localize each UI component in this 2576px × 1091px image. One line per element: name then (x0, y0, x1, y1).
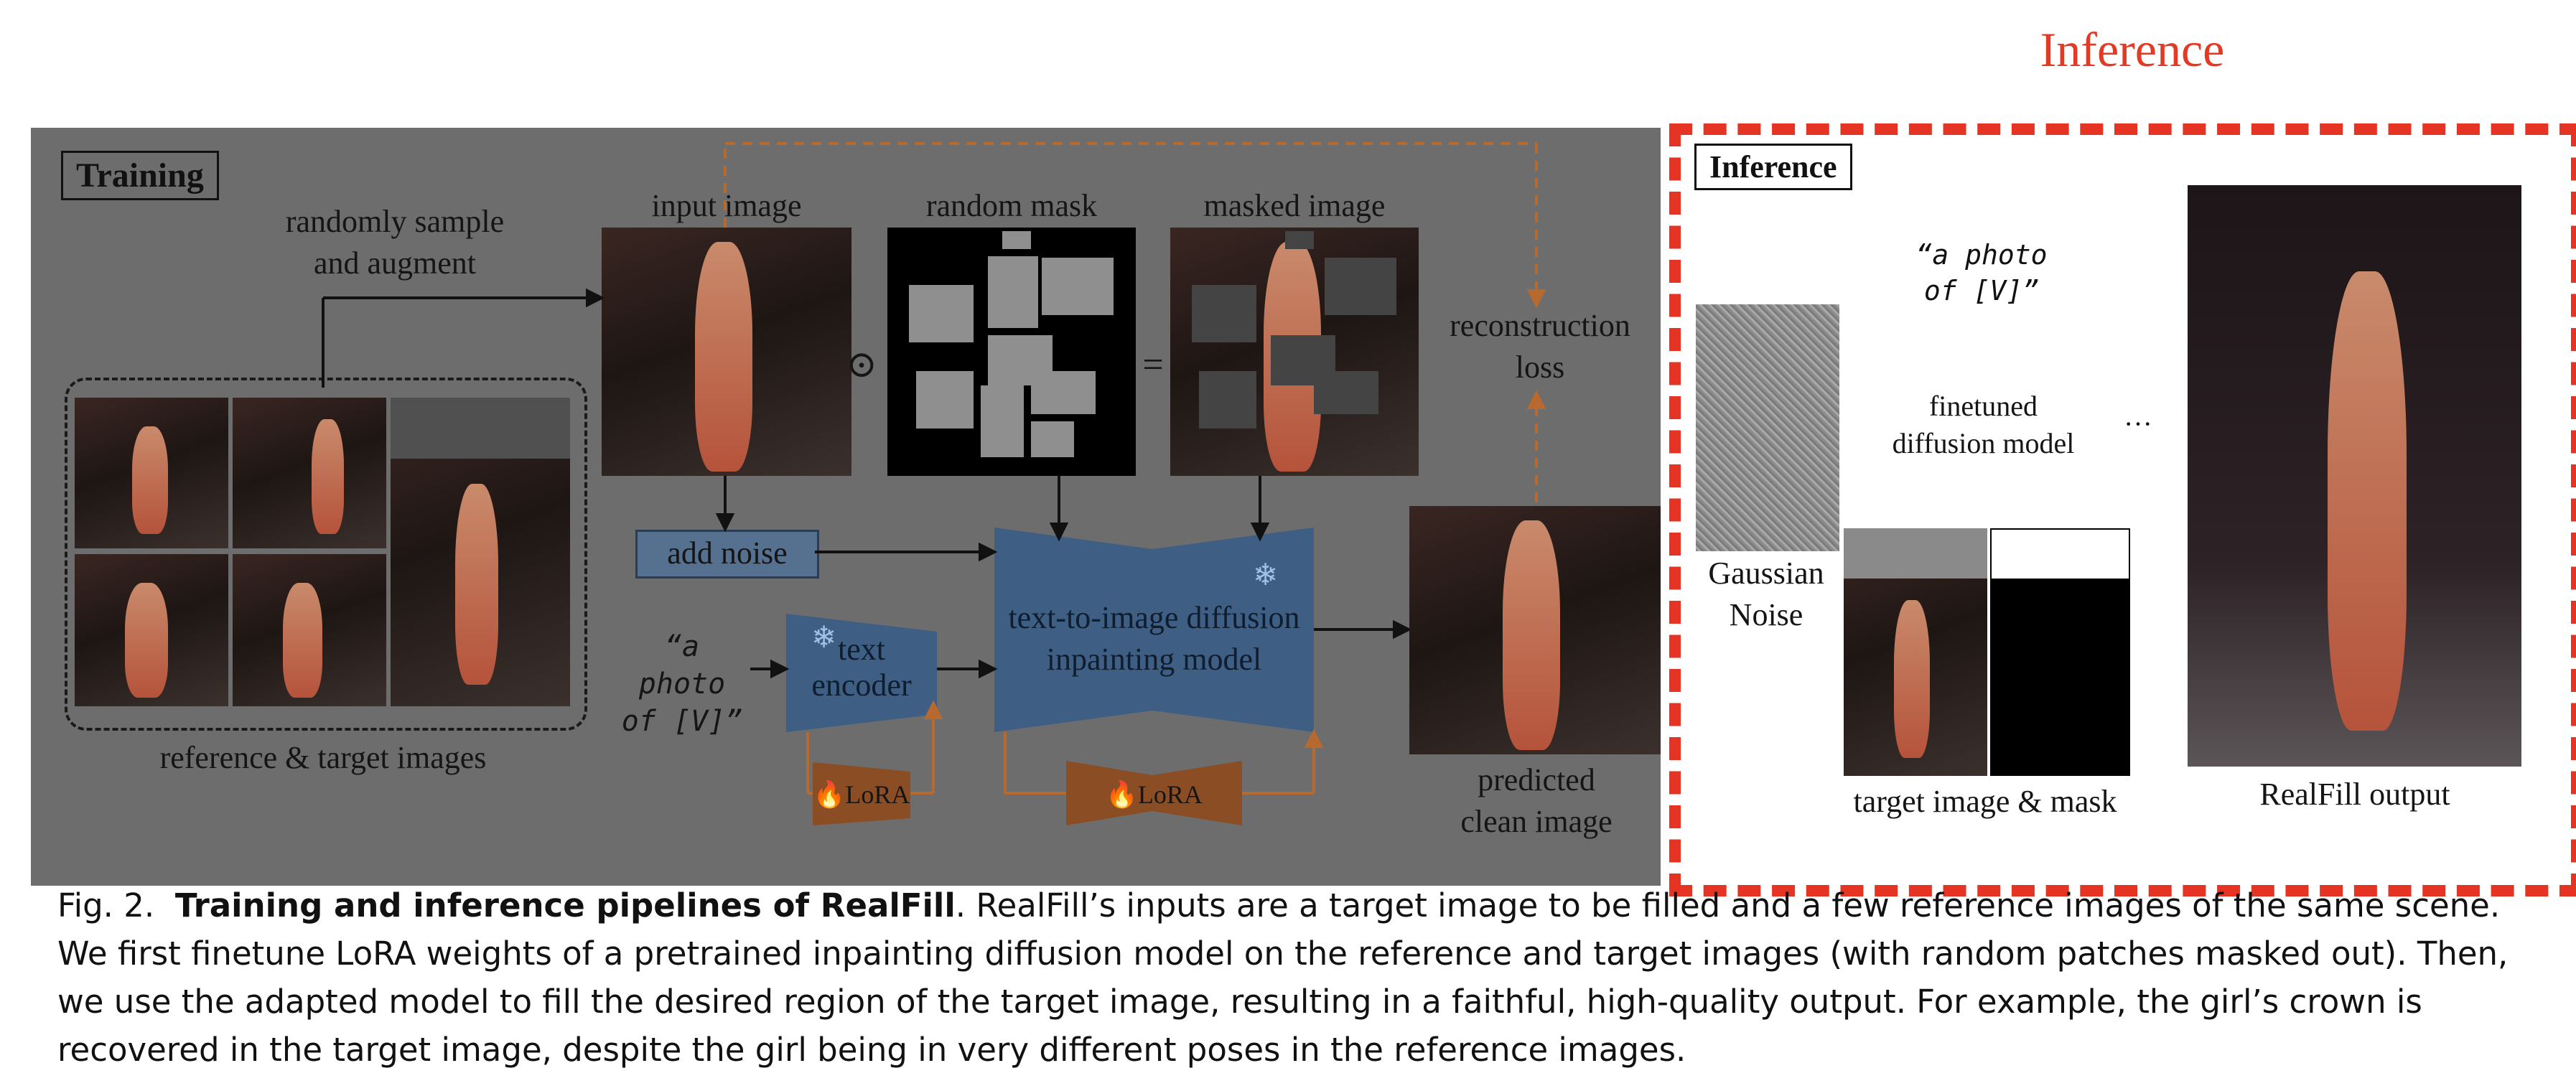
diffusion-model-label: text-to-image diffusion inpainting model (994, 597, 1314, 680)
arrow-to-input (586, 288, 605, 308)
reference-image-2 (233, 398, 386, 548)
model-line1: finetuned (1928, 390, 2038, 422)
training-prompt: “a photo of [V]” (614, 628, 750, 740)
predicted-line1: predicted (1478, 762, 1595, 797)
lora-label-2: 🔥LoRA (1066, 774, 1242, 815)
caption-bold: Training and inference pipelines of Real… (174, 886, 956, 924)
recon-label-line1: reconstruction (1450, 308, 1630, 343)
training-prompt-line1: “a photo (638, 630, 726, 701)
sample-label-line2: and augment (313, 245, 477, 281)
inference-prompt-line2: of [V]” (1923, 275, 2040, 306)
lora-label-1: 🔥LoRA (813, 774, 910, 815)
predicted-label: predicted clean image (1407, 759, 1666, 843)
noise-line2: Noise (1729, 597, 1803, 632)
diffusion-model-shape (994, 528, 1314, 732)
add-noise-box: add noise (635, 530, 819, 579)
diffusion-line2: inpainting model (1046, 642, 1262, 677)
reference-image-4 (233, 554, 386, 706)
flame-icon: 🔥 (1106, 780, 1138, 809)
finetuned-model-label: finetuned diffusion model (1877, 388, 2089, 462)
caption-text: . RealFill’s inputs are a target image t… (57, 886, 2509, 1069)
reference-label: reference & target images (159, 740, 487, 775)
lora-shape-2 (1066, 761, 1242, 825)
lora-text-2: LoRA (1137, 780, 1203, 809)
training-box-label: Training (61, 151, 219, 200)
realfill-output-image (2188, 185, 2521, 767)
ellipsis: ··· (2124, 408, 2152, 440)
model-line2: diffusion model (1892, 427, 2075, 459)
recon-label-line2: loss (1515, 350, 1565, 385)
inference-mask (1990, 528, 2130, 776)
inference-target-image (1844, 528, 1987, 776)
text-encoder-label: text encoder (786, 632, 937, 703)
lora-shape-1 (813, 762, 910, 825)
odot-operator: ⊙ (846, 345, 877, 385)
gaussian-noise-image (1696, 304, 1839, 551)
snowflake-icon-encoder: ❄ (811, 622, 836, 655)
lora-text-1: LoRA (845, 780, 910, 809)
reference-image-1 (75, 398, 228, 548)
figure-caption: Fig. 2. Training and inference pipelines… (57, 881, 2534, 1074)
input-image (602, 228, 851, 476)
reference-images-group (65, 378, 587, 731)
diffusion-line1: text-to-image diffusion (1008, 600, 1300, 635)
target-mask-label: target image & mask (1853, 784, 2117, 819)
text-encoder-line2: encoder (811, 668, 912, 703)
masked-image-label: masked image (1203, 188, 1386, 223)
predicted-image (1409, 506, 1661, 754)
random-mask-label: random mask (925, 188, 1098, 223)
gaussian-noise-label: Gaussian Noise (1680, 553, 1852, 636)
random-mask (887, 228, 1136, 476)
noise-line1: Gaussian (1708, 556, 1824, 591)
text-encoder-line1: text (838, 632, 885, 667)
predicted-line2: clean image (1460, 804, 1613, 839)
flame-icon: 🔥 (813, 780, 846, 809)
masked-image (1170, 228, 1419, 476)
reference-image-3 (75, 554, 228, 706)
inference-headline: Inference (2040, 22, 2225, 77)
inference-box-label: Inference (1694, 144, 1852, 190)
reconstruction-loss-label: reconstruction loss (1425, 305, 1655, 388)
realfill-output-label: RealFill output (2259, 777, 2450, 812)
figure-number: Fig. 2. (57, 886, 155, 924)
training-prompt-line2: of [V]” (621, 705, 743, 738)
sample-label: randomly sample and augment (244, 201, 546, 284)
inference-prompt: “a photo of [V]” (1910, 237, 2053, 309)
inference-prompt-line1: “a photo (1915, 239, 2048, 271)
snowflake-icon-diffusion: ❄ (1253, 559, 1278, 592)
target-image (391, 398, 570, 706)
text-encoder-shape (786, 614, 937, 732)
sample-label-line1: randomly sample (285, 204, 505, 239)
equals-operator: = (1142, 345, 1164, 385)
